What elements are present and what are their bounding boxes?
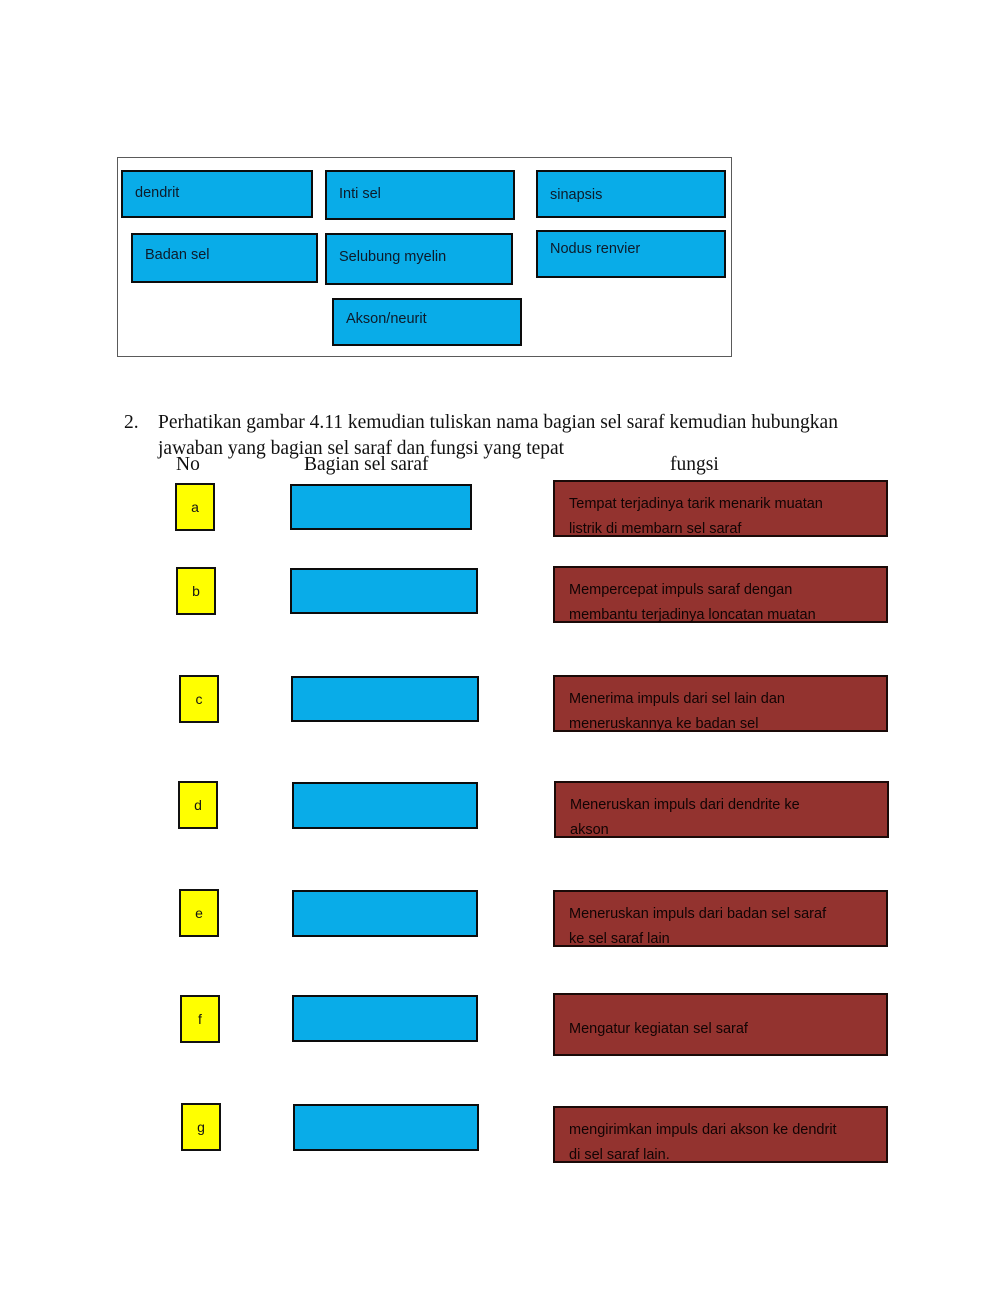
fungsi-line: membantu terjadinya loncatan muatan bbox=[569, 607, 816, 624]
fungsi-line: ke sel saraf lain bbox=[569, 931, 670, 948]
question-block: 2. Perhatikan gambar 4.11 kemudian tulis… bbox=[124, 410, 904, 462]
fungsi-box-e[interactable]: Meneruskan impuls dari badan sel saraf k… bbox=[553, 890, 888, 947]
row-label-e: e bbox=[179, 889, 219, 937]
fungsi-line: Menerima impuls dari sel lain dan bbox=[569, 691, 785, 707]
fungsi-box-b[interactable]: Mempercepat impuls saraf dengan membantu… bbox=[553, 566, 888, 623]
fungsi-box-a[interactable]: Tempat terjadinya tarik menarik muatan l… bbox=[553, 480, 888, 537]
word-bank-chip-akson-neurit[interactable]: Akson/neurit bbox=[332, 298, 522, 346]
word-bank-chip-dendrit[interactable]: dendrit bbox=[121, 170, 313, 218]
answer-box-c[interactable] bbox=[291, 676, 479, 722]
word-bank-chip-label: dendrit bbox=[135, 185, 180, 201]
fungsi-line: Meneruskan impuls dari dendrite ke bbox=[570, 797, 800, 813]
word-bank-chip-sinapsis[interactable]: sinapsis bbox=[536, 170, 726, 218]
row-label-g: g bbox=[181, 1103, 221, 1151]
fungsi-box-c[interactable]: Menerima impuls dari sel lain dan meneru… bbox=[553, 675, 888, 732]
question-number: 2. bbox=[124, 412, 139, 433]
word-bank-chip-selubung-myelin[interactable]: Selubung myelin bbox=[325, 233, 513, 285]
row-label-c: c bbox=[179, 675, 219, 723]
word-bank-chip-label: Badan sel bbox=[145, 247, 210, 263]
answer-box-b[interactable] bbox=[290, 568, 478, 614]
column-header-bagian-sel-saraf: Bagian sel saraf bbox=[304, 454, 429, 475]
word-bank-chip-label: Nodus renvier bbox=[550, 241, 641, 257]
question-text: Perhatikan gambar 4.11 kemudian tuliskan… bbox=[158, 412, 838, 459]
word-bank-chip-badan-sel[interactable]: Badan sel bbox=[131, 233, 318, 283]
fungsi-line: Meneruskan impuls dari badan sel saraf bbox=[569, 906, 827, 922]
word-bank-chip-label: sinapsis bbox=[550, 187, 603, 203]
answer-box-f[interactable] bbox=[292, 995, 478, 1042]
row-label-a: a bbox=[175, 483, 215, 531]
answer-box-g[interactable] bbox=[293, 1104, 479, 1151]
fungsi-box-d[interactable]: Meneruskan impuls dari dendrite ke akson bbox=[554, 781, 889, 838]
fungsi-box-g[interactable]: mengirimkan impuls dari akson ke dendrit… bbox=[553, 1106, 888, 1163]
column-header-no: No bbox=[176, 454, 200, 475]
word-bank-chip-label: Inti sel bbox=[339, 186, 381, 202]
row-label-d: d bbox=[178, 781, 218, 829]
row-label-b: b bbox=[176, 567, 216, 615]
word-bank-container: dendrit Inti sel sinapsis Badan sel Selu… bbox=[117, 157, 732, 357]
fungsi-line: meneruskannya ke badan sel bbox=[569, 716, 759, 733]
fungsi-line: di sel saraf lain. bbox=[569, 1147, 670, 1164]
fungsi-line: akson bbox=[570, 822, 609, 839]
column-header-fungsi: fungsi bbox=[670, 454, 719, 475]
answer-box-e[interactable] bbox=[292, 890, 478, 937]
fungsi-line: listrik di membarn sel saraf bbox=[569, 521, 742, 538]
fungsi-line: Tempat terjadinya tarik menarik muatan bbox=[569, 496, 823, 512]
word-bank-chip-inti-sel[interactable]: Inti sel bbox=[325, 170, 515, 220]
word-bank-chip-label: Selubung myelin bbox=[339, 249, 447, 265]
fungsi-line: Mempercepat impuls saraf dengan bbox=[569, 582, 793, 598]
fungsi-line: mengirimkan impuls dari akson ke dendrit bbox=[569, 1122, 837, 1138]
answer-box-a[interactable] bbox=[290, 484, 472, 530]
word-bank-chip-nodus-renvier[interactable]: Nodus renvier bbox=[536, 230, 726, 278]
answer-box-d[interactable] bbox=[292, 782, 478, 829]
fungsi-line: Mengatur kegiatan sel saraf bbox=[569, 1021, 748, 1037]
word-bank-chip-label: Akson/neurit bbox=[346, 311, 427, 327]
row-label-f: f bbox=[180, 995, 220, 1043]
fungsi-box-f[interactable]: Mengatur kegiatan sel saraf bbox=[553, 993, 888, 1056]
